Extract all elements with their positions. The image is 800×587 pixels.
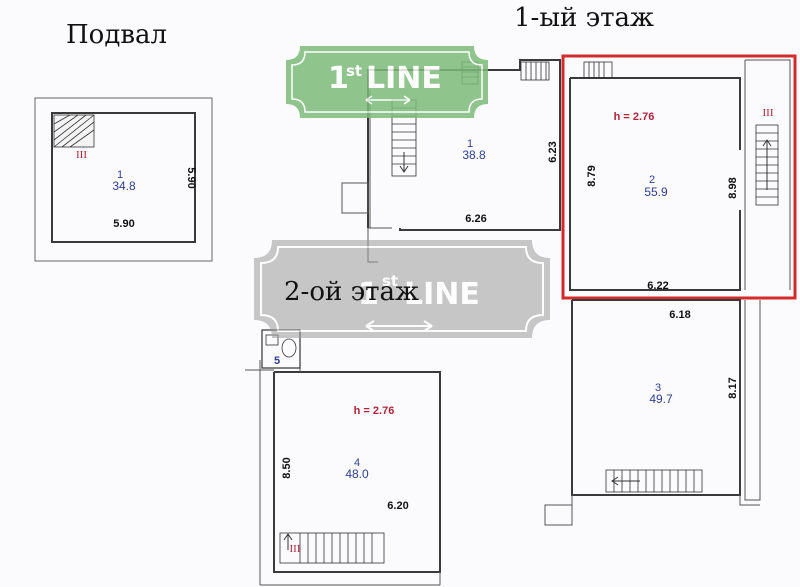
room2-left-dim: 8.79 bbox=[586, 165, 598, 186]
basement-stair-icon bbox=[53, 114, 95, 148]
watermark-top-arrow-icon bbox=[365, 95, 411, 105]
room4-area: 48.0 bbox=[345, 467, 369, 481]
first-floor-title: 1-ый этаж bbox=[514, 3, 654, 33]
room3-number: 3 bbox=[655, 382, 661, 394]
basement-inner-wall bbox=[51, 112, 196, 243]
watermark-mid-arrow-icon bbox=[365, 320, 433, 332]
first-floor-plan: 1 38.8 6.26 6.23 III h = 2.76 2 55.9 8.7… bbox=[341, 54, 797, 300]
room1-entry bbox=[341, 182, 369, 214]
room3-top-dim: 6.18 bbox=[669, 309, 690, 321]
basement-room-area: 34.8 bbox=[112, 179, 136, 193]
room2-stair-icon bbox=[755, 124, 779, 206]
room1-area: 38.8 bbox=[462, 148, 486, 162]
room1-number: 1 bbox=[467, 138, 473, 150]
room3-area: 49.7 bbox=[649, 392, 673, 406]
basement-outer-wall bbox=[34, 97, 213, 262]
second-floor-title: 2-ой этаж bbox=[284, 277, 419, 307]
watermark-mid-text: LINE bbox=[404, 277, 480, 312]
watermark-top-sup: st bbox=[346, 62, 362, 80]
room4-width-dim: 6.20 bbox=[387, 500, 408, 512]
basement-stair-mark: III bbox=[76, 149, 87, 161]
watermark-top-text: LINE bbox=[366, 61, 442, 96]
room2-walls bbox=[569, 77, 741, 291]
room5-number: 5 bbox=[274, 355, 280, 367]
room2-right-dim: 8.98 bbox=[727, 177, 739, 198]
room2-height-label: h = 2.76 bbox=[614, 111, 655, 123]
second-floor-plan: 6.18 3 49.7 8.17 III h = 2.76 4 48.0 8.5… bbox=[245, 299, 761, 586]
room3-stair-icon bbox=[605, 469, 703, 493]
basement-plan: III 1 34.8 5.90 5.90 bbox=[34, 97, 213, 262]
toilet-icon bbox=[281, 338, 297, 358]
room2-bottom-dim: 6.22 bbox=[647, 280, 668, 292]
room4-left-dim: 8.50 bbox=[281, 457, 293, 478]
room3-right-dim: 8.17 bbox=[727, 377, 739, 398]
highlight-frame bbox=[561, 54, 797, 300]
room4-stair-icon bbox=[279, 532, 385, 564]
room1-height-dim: 6.23 bbox=[547, 141, 559, 162]
room4-stair-mark: III bbox=[290, 543, 301, 555]
basement-width-dim: 5.90 bbox=[113, 218, 134, 230]
watermark-logo-middle: 1 st LINE bbox=[254, 240, 550, 338]
room4-number: 4 bbox=[354, 457, 360, 469]
room2-top-stair-icon bbox=[583, 61, 613, 79]
watermark-logo-top: 1 st LINE bbox=[286, 46, 488, 118]
watermark-mid-num: 1 bbox=[358, 277, 379, 312]
watermark-mid-sup: st bbox=[382, 272, 398, 290]
room2-area: 55.9 bbox=[644, 185, 668, 199]
room1-width-dim: 6.26 bbox=[465, 213, 486, 225]
basement-height-dim: 5.90 bbox=[185, 167, 197, 188]
basement-room-number: 1 bbox=[117, 169, 123, 181]
room2-stair-mark: III bbox=[763, 107, 774, 119]
room2-number: 2 bbox=[649, 174, 655, 186]
room4-height-label: h = 2.76 bbox=[354, 405, 395, 417]
basement-title: Подвал bbox=[66, 20, 167, 50]
watermark-top-num: 1 bbox=[328, 61, 349, 96]
